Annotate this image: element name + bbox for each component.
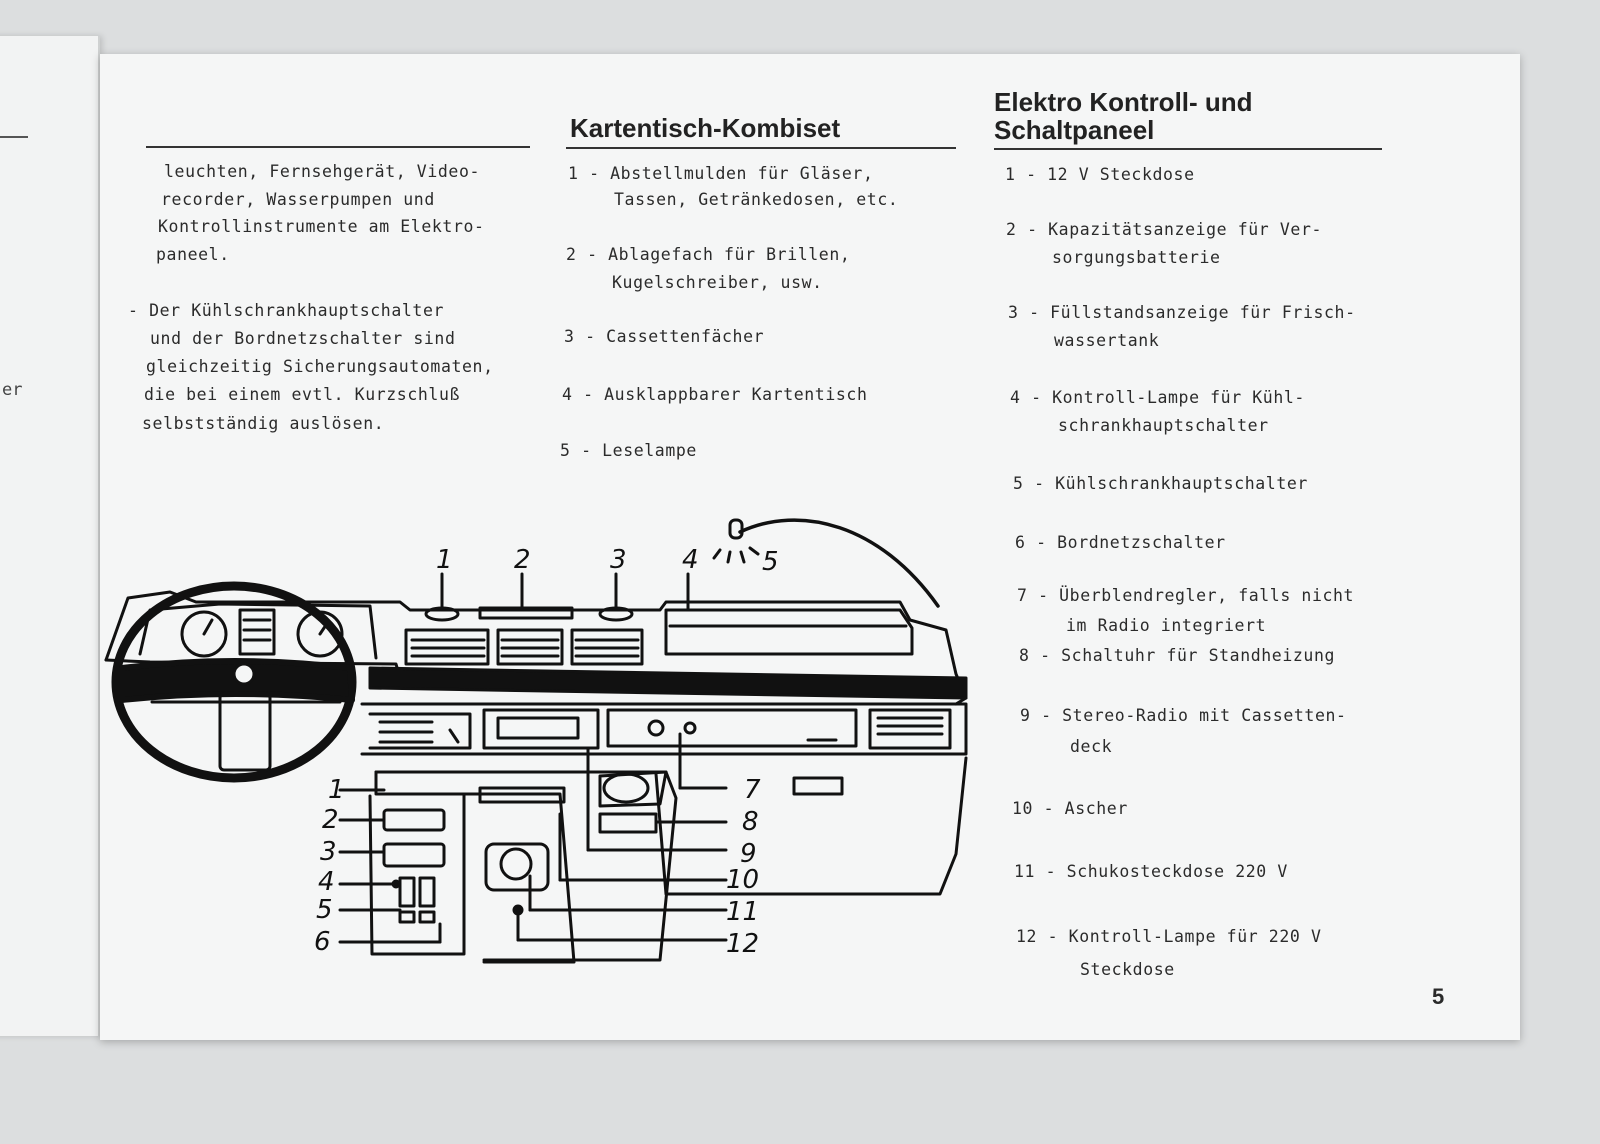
col3-line: 7 - Überblendregler, falls nicht: [1017, 586, 1355, 605]
col1-line: und der Bordnetzschalter sind: [150, 329, 456, 348]
col1-line: selbstständig auslösen.: [142, 414, 385, 433]
callout-right-9: 9: [740, 839, 757, 869]
callout-right-10: 10: [726, 865, 759, 895]
callout-4: 4: [682, 545, 699, 575]
callout-5: 5: [762, 547, 779, 577]
col3-line: wassertank: [1054, 331, 1160, 350]
callout-left-6: 6: [314, 927, 331, 957]
col2-line: 4 - Ausklappbarer Kartentisch: [562, 385, 868, 404]
callout-left-5: 5: [316, 895, 333, 925]
col2-line: 2 - Ablagefach für Brillen,: [566, 245, 851, 264]
col3-line: deck: [1070, 737, 1113, 756]
callout-right-7: 7: [744, 775, 761, 805]
col3-line: 6 - Bordnetzschalter: [1015, 533, 1226, 552]
col3-heading-line2: Schaltpaneel: [994, 115, 1155, 145]
col2-line: 1 - Abstellmulden für Gläser,: [568, 164, 874, 183]
callout-left-1: 1: [328, 775, 345, 805]
previous-page-edge: er: [0, 36, 100, 1036]
col2-line: Tassen, Getränkedosen, etc.: [614, 190, 899, 209]
col3-line: 12 - Kontroll-Lampe für 220 V: [1016, 927, 1322, 946]
col3-line: 1 - 12 V Steckdose: [1005, 165, 1195, 184]
col3-line: 11 - Schukosteckdose 220 V: [1014, 862, 1288, 881]
col3-heading-line1: Elektro Kontroll- und: [994, 87, 1253, 117]
callout-right-11: 11: [726, 897, 759, 927]
callout-left-2: 2: [322, 805, 339, 835]
callout-3: 3: [610, 545, 627, 575]
col2-line: Kugelschreiber, usw.: [612, 273, 823, 292]
col1-line: leuchten, Fernsehgerät, Video-: [164, 162, 481, 181]
col2-line: 5 - Leselampe: [560, 441, 697, 460]
callout-2: 2: [514, 545, 531, 575]
col1-line: Kontrollinstrumente am Elektro-: [158, 217, 485, 236]
col1-line: recorder, Wasserpumpen und: [161, 190, 435, 209]
col3-line: Steckdose: [1080, 960, 1175, 979]
col3-line: sorgungsbatterie: [1052, 248, 1221, 267]
col1-line: gleichzeitig Sicherungsautomaten,: [146, 357, 494, 376]
col2-rule: [566, 147, 956, 149]
page-number: 5: [1432, 984, 1445, 1009]
col2-heading: Kartentisch-Kombiset: [570, 113, 841, 143]
col3-line: 3 - Füllstandsanzeige für Frisch-: [1008, 303, 1356, 322]
col3-line: schrankhauptschalter: [1058, 416, 1269, 435]
col3-line: 2 - Kapazitätsanzeige für Ver-: [1006, 220, 1323, 239]
callout-left-4: 4: [318, 867, 335, 897]
col3-line: 8 - Schaltuhr für Standheizung: [1019, 646, 1336, 665]
callout-right-12: 12: [726, 929, 759, 959]
col3-line: 10 - Ascher: [1012, 799, 1128, 818]
col1-line: die bei einem evtl. Kurzschluß: [144, 385, 461, 404]
col3-line: 4 - Kontroll-Lampe für Kühl-: [1010, 388, 1305, 407]
col3-line: 9 - Stereo-Radio mit Cassetten-: [1020, 706, 1347, 725]
previous-page-fragment: er: [2, 380, 23, 400]
col1-line: paneel.: [156, 245, 230, 264]
col3-line: 5 - Kühlschrankhauptschalter: [1013, 474, 1308, 493]
manual-page: leuchten, Fernsehgerät, Video- recorder,…: [100, 54, 1520, 1040]
col1-line: - Der Kühlschrankhauptschalter: [128, 301, 445, 320]
previous-page-rule: [0, 136, 28, 138]
callout-1: 1: [436, 545, 453, 575]
callout-right-8: 8: [742, 807, 759, 837]
col3-line: im Radio integriert: [1066, 616, 1267, 635]
col3-rule: [994, 148, 1382, 150]
col2-line: 3 - Cassettenfächer: [564, 327, 765, 346]
col1-rule: [146, 146, 530, 148]
dashboard-diagram: 1 2 3 4 5 1 2 3 4 5 6 7 8 9 10 11 12: [104, 518, 968, 964]
callout-left-3: 3: [320, 837, 337, 867]
